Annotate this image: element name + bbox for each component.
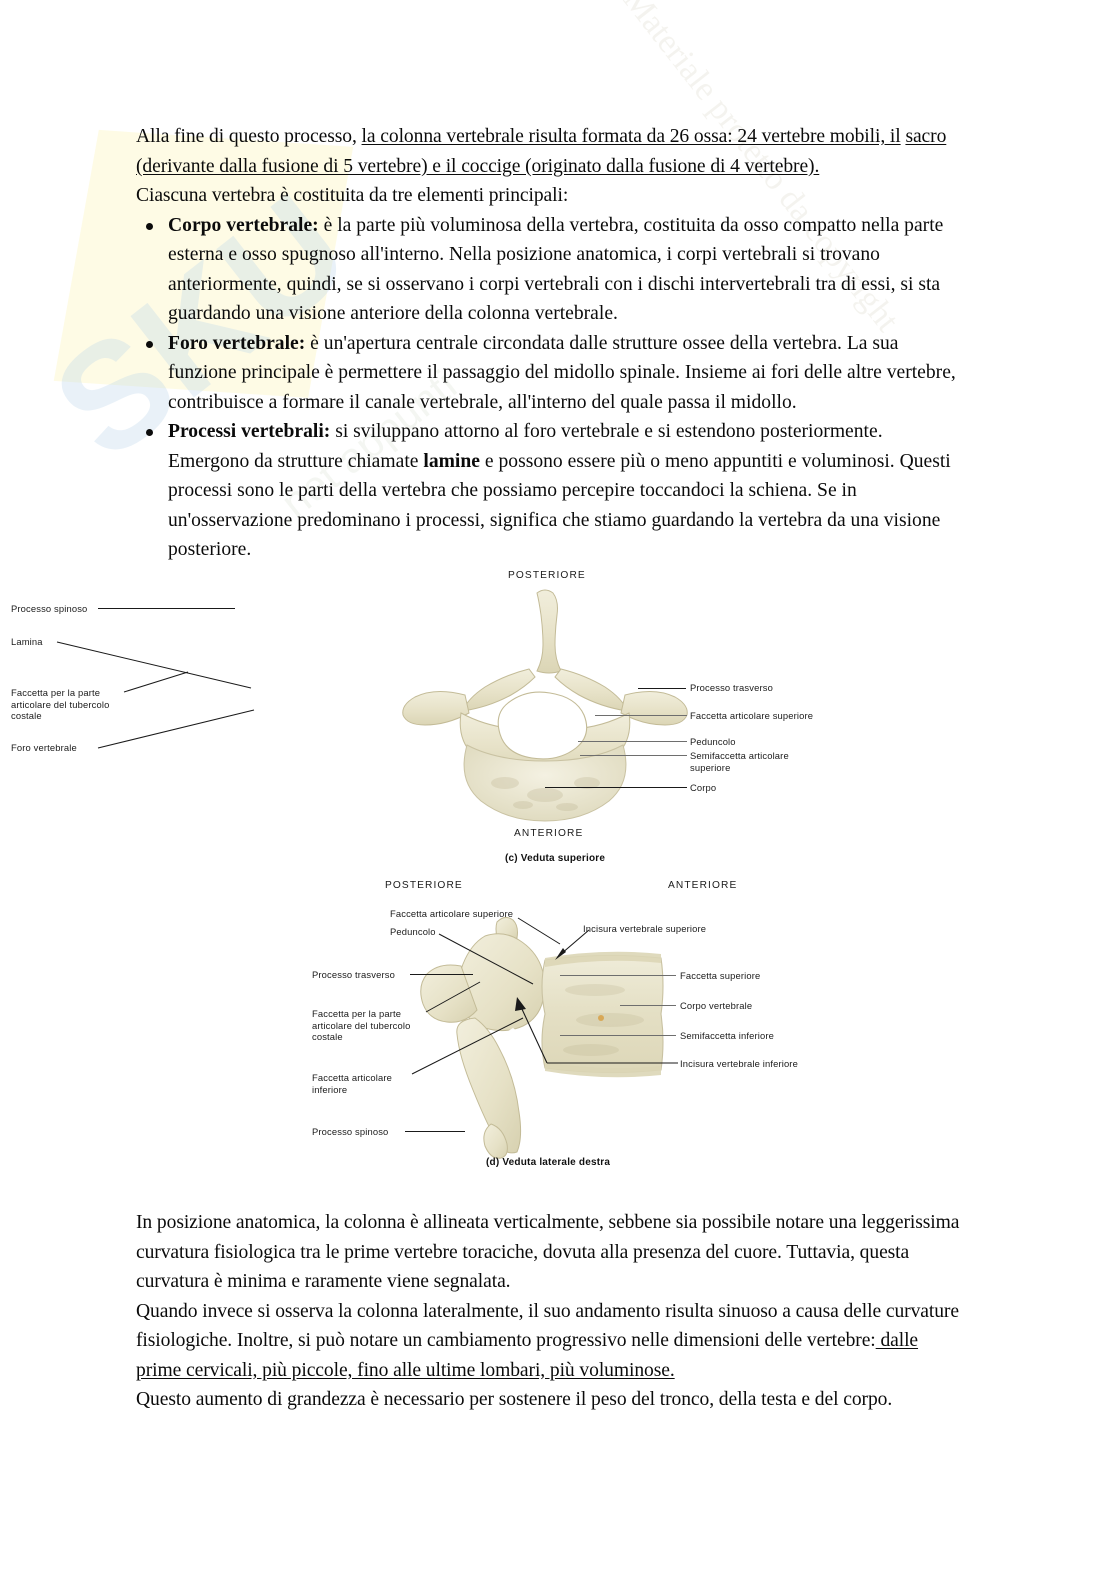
closing-paragraph-2: Quando invece si osserva la colonna late… bbox=[136, 1297, 960, 1386]
main-text-bottom: In posizione anatomica, la colonna è all… bbox=[136, 1208, 960, 1415]
figure-d-label-faccetta-articolare-superiore: Faccetta articolare superiore bbox=[390, 908, 514, 919]
figure-d-label-peduncolo: Peduncolo bbox=[390, 926, 436, 937]
figure-c-leader-3 bbox=[123, 671, 189, 693]
figure-d-label-faccetta-superiore: Faccetta superiore bbox=[680, 970, 761, 981]
figure-c-label-corpo: Corpo bbox=[690, 782, 717, 793]
figure-c-leader-7 bbox=[578, 741, 687, 742]
figure-c-label-processo-trasverso: Processo trasverso bbox=[690, 682, 773, 693]
figure-d-label-incisura-vertebrale-superiore: Incisura vertebrale superiore bbox=[583, 923, 707, 934]
intro-line-3: Ciascuna vertebra è costituita da tre el… bbox=[136, 185, 569, 206]
closing-paragraph-1: In posizione anatomica, la colonna è all… bbox=[136, 1212, 960, 1292]
bullet-emphasis-lamine: lamine bbox=[423, 450, 480, 472]
figure-d-label-incisura-vertebrale-inferiore: Incisura vertebrale inferiore bbox=[680, 1058, 798, 1069]
figure-c-label-peduncolo: Peduncolo bbox=[690, 736, 736, 747]
figure-d-caption: (d) Veduta laterale destra bbox=[486, 1157, 611, 1168]
figure-d-leader-2 bbox=[438, 933, 534, 985]
intro-prefix: Alla fine di questo processo, bbox=[136, 126, 362, 147]
figure-d-label-processo-trasverso: Processo trasverso bbox=[312, 969, 395, 980]
bullet-term-corpo: Corpo vertebrale: bbox=[168, 214, 319, 236]
list-item-processi-vertebrali: Processi vertebrali: si sviluppano attor… bbox=[136, 417, 960, 565]
figure-c-label-lamina: Lamina bbox=[11, 636, 43, 647]
figure-c-label-foro-vertebrale: Foro vertebrale bbox=[11, 742, 77, 753]
intro-paragraph: Alla fine di questo processo, la colonna… bbox=[136, 122, 960, 181]
figure-c-leader-8 bbox=[580, 755, 687, 756]
figure-c-label-processo-spinoso: Processo spinoso bbox=[11, 603, 88, 614]
closing-2-prefix: Quando invece si osserva la colonna late… bbox=[136, 1300, 959, 1352]
figure-d-label-corpo-vertebrale: Corpo vertebrale bbox=[680, 1000, 753, 1011]
figure-d-label-faccetta-tubercolo-costale: Faccetta per la parte articolare del tub… bbox=[312, 1008, 411, 1042]
figure-c-leader-4 bbox=[97, 709, 255, 749]
figure-d-leader-5 bbox=[411, 1017, 524, 1075]
closing-2-underlined: dalle prime cervicali, più piccole, fino… bbox=[136, 1330, 919, 1381]
figure-c-caption: (c) Veduta superiore bbox=[505, 853, 606, 864]
figure-c-label-semifaccetta-superiore: Semifaccetta articolare superiore bbox=[690, 750, 789, 773]
figure-d-leader-3 bbox=[410, 974, 473, 975]
figure-d-leader-1 bbox=[517, 917, 561, 945]
figure-d-leader-7-arrow bbox=[555, 929, 590, 960]
figure-d-leader-8 bbox=[560, 975, 676, 976]
bullet-text-processi-b: e possono essere più o meno appuntiti e … bbox=[168, 450, 951, 561]
figure-c-vertebra-superior-illustration bbox=[402, 589, 688, 822]
figure-d-leader-9 bbox=[620, 1005, 676, 1006]
figure-c-orientation-bottom: ANTERIORE bbox=[514, 828, 584, 839]
figure-d-vertebra-lateral-illustration bbox=[420, 916, 664, 1159]
figure-c-leader-2 bbox=[56, 641, 252, 689]
figure-c-label-faccetta-articolare-superiore: Faccetta articolare superiore bbox=[690, 710, 814, 721]
vertebra-figure-group: POSTERIORE bbox=[0, 560, 1118, 1185]
figure-c-leader-1 bbox=[98, 608, 235, 609]
figure-d-orientation-left: POSTERIORE bbox=[385, 880, 463, 891]
vertebra-elements-list: Corpo vertebrale: è la parte più volumin… bbox=[136, 211, 960, 565]
bullet-term-processi: Processi vertebrali: bbox=[168, 421, 331, 442]
figure-d-label-semifaccetta-inferiore: Semifaccetta inferiore bbox=[680, 1030, 774, 1041]
figure-c-orientation-top: POSTERIORE bbox=[508, 570, 586, 581]
figure-c-leader-9 bbox=[545, 787, 687, 788]
figure-c-label-faccetta-tubercolo: Faccetta per la parte articolare del tub… bbox=[11, 687, 110, 721]
figure-d-leader-11-arrow bbox=[515, 997, 678, 1064]
bullet-term-foro: Foro vertebrale: bbox=[168, 332, 306, 354]
figure-d-leader-4 bbox=[425, 981, 481, 1013]
closing-paragraph-3: Questo aumento di grandezza è necessario… bbox=[136, 1389, 893, 1410]
figure-d-label-faccetta-articolare-inferiore: Faccetta articolare inferiore bbox=[312, 1072, 392, 1095]
intro-underline-1: la colonna vertebrale risulta formata da… bbox=[361, 126, 901, 147]
figure-c-leader-6 bbox=[595, 715, 687, 716]
figure-d-leader-10 bbox=[560, 1035, 676, 1036]
list-item-foro-vertebrale: Foro vertebrale: è un'apertura centrale … bbox=[136, 329, 960, 418]
bullet-text-processi-a: si sviluppano attorno al foro vertebrale… bbox=[168, 421, 883, 472]
main-text-top: Alla fine di questo processo, la colonna… bbox=[136, 122, 960, 565]
list-item-corpo-vertebrale: Corpo vertebrale: è la parte più volumin… bbox=[136, 211, 960, 329]
figure-d-orientation-right: ANTERIORE bbox=[668, 880, 738, 891]
figure-d-leader-6 bbox=[405, 1131, 465, 1132]
figure-d-label-processo-spinoso: Processo spinoso bbox=[312, 1126, 389, 1137]
figure-c-leader-5 bbox=[638, 688, 686, 689]
